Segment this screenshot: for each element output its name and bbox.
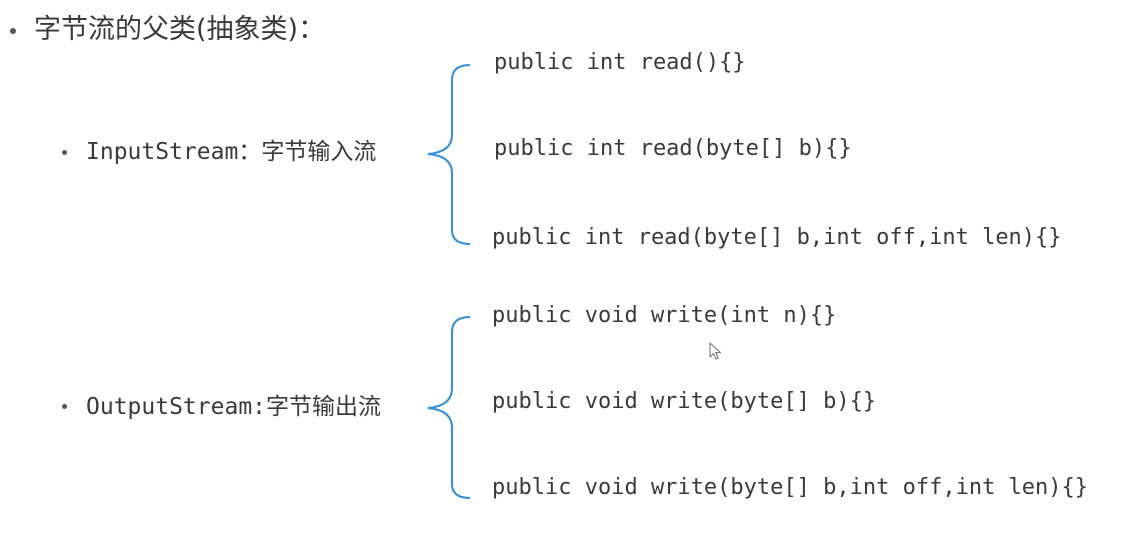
output-method-write-int: public void write(int n){} (492, 303, 837, 328)
output-stream-brace (427, 316, 471, 499)
page-title: 字节流的父类(抽象类)： (34, 14, 326, 45)
output-method-write-bytes-range: public void write(byte[] b,int off,int l… (492, 475, 1089, 500)
output-stream-label: OutputStream:字节输出流 (86, 394, 382, 420)
input-stream-bullet (62, 150, 67, 155)
input-method-read-bytes-range: public int read(byte[] b,int off,int len… (492, 225, 1062, 250)
input-method-read-bytes: public int read(byte[] b){} (494, 136, 852, 161)
input-method-read: public int read(){} (494, 50, 746, 75)
input-stream-label: InputStream：字节输入流 (86, 139, 377, 165)
input-stream-brace (427, 64, 471, 245)
output-stream-bullet (62, 404, 67, 409)
mouse-pointer-icon (709, 342, 722, 360)
output-method-write-bytes: public void write(byte[] b){} (492, 389, 877, 414)
heading-bullet (10, 28, 16, 34)
